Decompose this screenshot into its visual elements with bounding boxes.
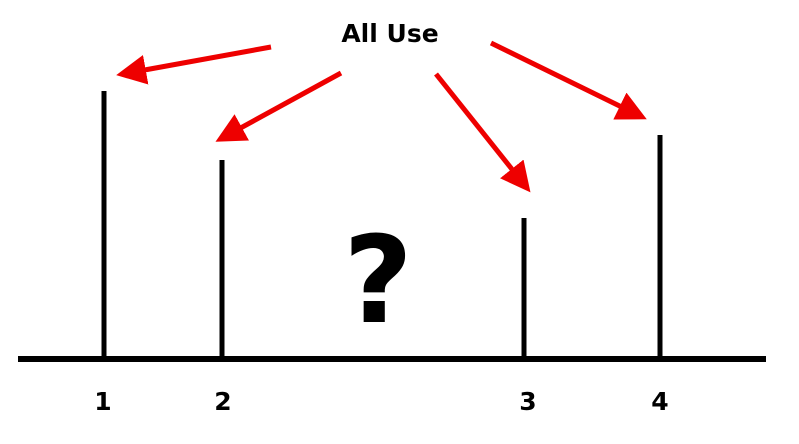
position-label-1: 1 <box>94 387 111 416</box>
arrows <box>116 40 647 193</box>
position-label-3: 3 <box>519 387 536 416</box>
red-arrow-icon <box>215 70 343 142</box>
position-labels: 1 2 3 4 <box>94 387 668 416</box>
red-arrow-icon <box>489 40 647 120</box>
red-arrow-icon <box>116 44 272 85</box>
vertical-lines <box>101 91 663 359</box>
position-label-4: 4 <box>651 387 668 416</box>
position-label-2: 2 <box>214 387 231 416</box>
unknown-marker: ? <box>343 212 413 351</box>
red-arrow-icon <box>434 72 531 193</box>
diagram-title: All Use <box>341 19 438 48</box>
